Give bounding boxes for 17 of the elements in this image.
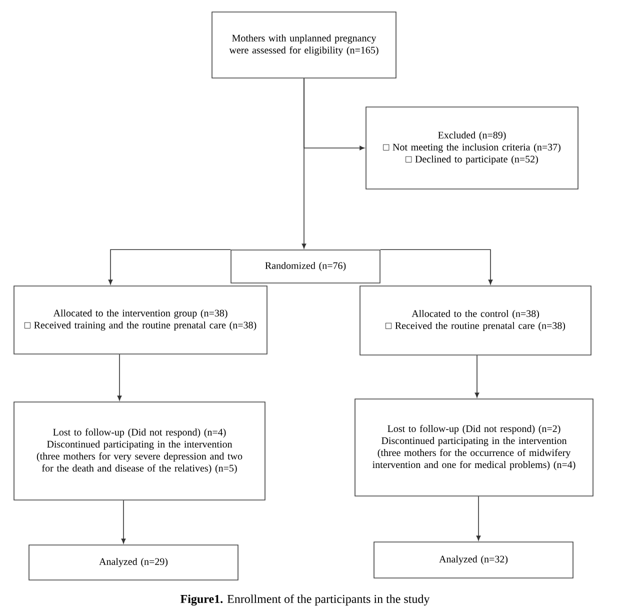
caption: Figure1. Enrollment of the participants in the study [180, 594, 430, 606]
arrow [474, 355, 480, 398]
process-box: Allocated to the control (n=38) □ Received the routine prenatal care (n=38) [360, 286, 592, 356]
process-box: Mothers with unplanned pregnancy were assessed for eligibility (n=165) [212, 12, 396, 78]
process-box: Lost to follow-up (Did not respond) (n=2) Discontinued participating in the intervention (three mothers for the occurrence of midwifery intervention and one for medical problems) (n=4) [354, 398, 594, 496]
arrow [108, 249, 231, 284]
process-box: Randomized (n=76) [230, 250, 380, 284]
process-box: Lost to follow-up (Did not respond) (n=4) Discontinued participating in the intervention (three mothers for very severe depression and two for the death and disease of the relatives) (n=5) [14, 402, 266, 500]
process-box: Analyzed (n=32) [374, 542, 574, 578]
arrow [380, 249, 493, 284]
process-box: Allocated to the intervention group (n=38) □ Received training and the routine prenatal care (n=38) [14, 286, 268, 354]
process-box: Analyzed (n=29) [28, 544, 238, 580]
arrow [121, 500, 126, 544]
arrow [302, 78, 306, 249]
process-box: Excluded (n=89) □ Not meeting the inclusion criteria (n=37) □ Declined to participate (n=52) [366, 106, 578, 190]
arrow [476, 496, 481, 540]
arrow [117, 354, 122, 400]
